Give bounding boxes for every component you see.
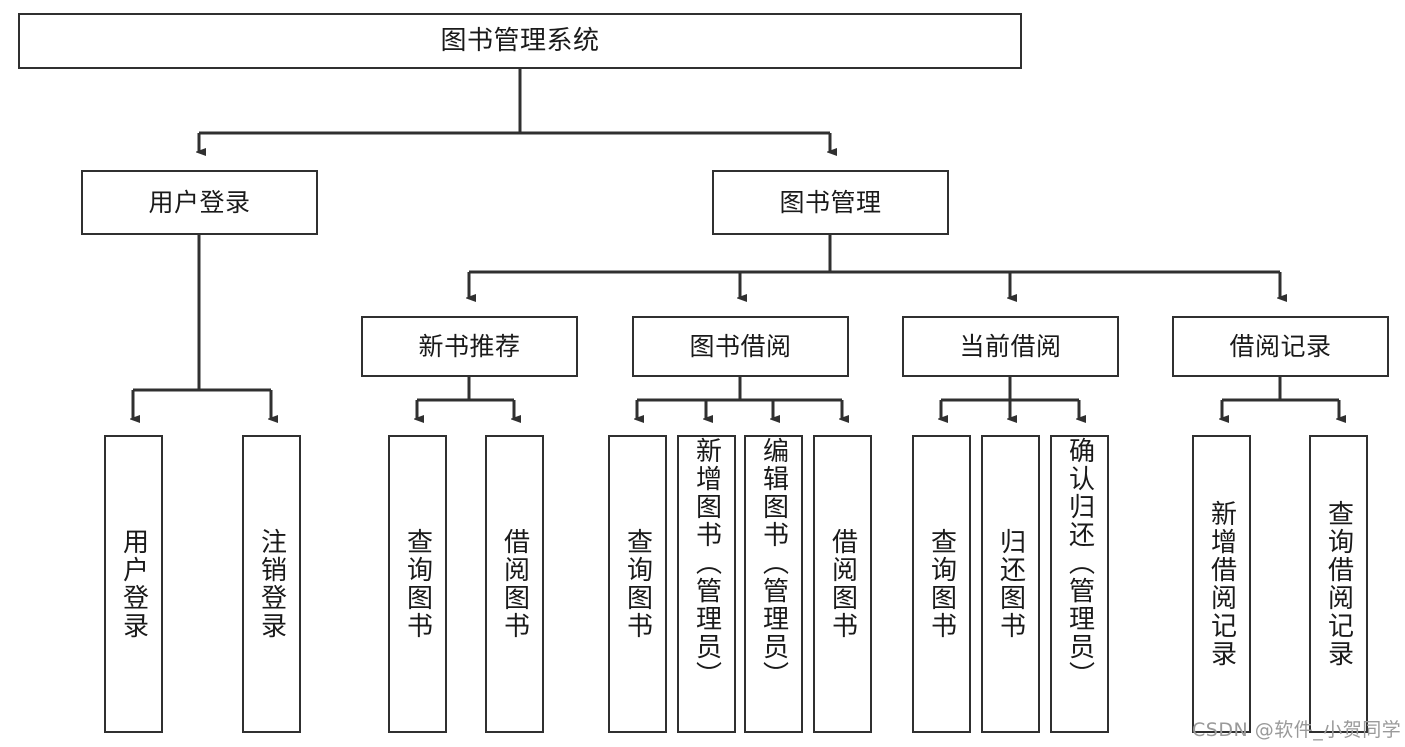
node-current-borrow-label: 当前借阅	[959, 331, 1062, 361]
node-leaf-add-book[interactable]: 新增图书（管理员）	[677, 435, 736, 733]
node-book-manage[interactable]: 图书管理	[712, 170, 949, 235]
node-borrow-record-label: 借阅记录	[1229, 331, 1332, 361]
node-leaf-confirm-return-label: 确认归还（管理员）	[1064, 437, 1095, 689]
node-leaf-add-record-label: 新增借阅记录	[1206, 500, 1237, 668]
node-leaf-borrow-book-1[interactable]: 借阅图书	[485, 435, 544, 733]
node-book-manage-label: 图书管理	[779, 187, 882, 217]
node-leaf-query-book-1-label: 查询图书	[402, 528, 433, 640]
node-book-borrow[interactable]: 图书借阅	[632, 316, 849, 377]
node-user-login-label: 用户登录	[148, 187, 251, 217]
node-leaf-query-book-3-label: 查询图书	[926, 528, 957, 640]
node-leaf-edit-book-label: 编辑图书（管理员）	[758, 437, 789, 689]
node-leaf-confirm-return[interactable]: 确认归还（管理员）	[1050, 435, 1109, 733]
node-leaf-borrow-book-2-label: 借阅图书	[827, 528, 858, 640]
node-leaf-add-book-label: 新增图书（管理员）	[691, 437, 722, 689]
node-new-book-rec[interactable]: 新书推荐	[361, 316, 578, 377]
node-leaf-borrow-book-2[interactable]: 借阅图书	[813, 435, 872, 733]
node-leaf-user-login-label: 用户登录	[118, 528, 149, 640]
node-book-borrow-label: 图书借阅	[689, 331, 792, 361]
node-leaf-query-book-2[interactable]: 查询图书	[608, 435, 667, 733]
node-root-label: 图书管理系统	[440, 25, 600, 56]
node-leaf-query-record[interactable]: 查询借阅记录	[1309, 435, 1368, 733]
node-current-borrow[interactable]: 当前借阅	[902, 316, 1119, 377]
node-leaf-query-book-3[interactable]: 查询图书	[912, 435, 971, 733]
node-leaf-edit-book[interactable]: 编辑图书（管理员）	[744, 435, 803, 733]
node-new-book-rec-label: 新书推荐	[418, 331, 521, 361]
node-leaf-query-book-1[interactable]: 查询图书	[388, 435, 447, 733]
node-leaf-return-book-label: 归还图书	[995, 528, 1026, 640]
node-leaf-logout-label: 注销登录	[256, 528, 287, 640]
node-leaf-user-login[interactable]: 用户登录	[104, 435, 163, 733]
csdn-watermark: CSDN @软件_小贺同学	[1192, 719, 1402, 741]
node-leaf-logout[interactable]: 注销登录	[242, 435, 301, 733]
node-root[interactable]: 图书管理系统	[18, 13, 1022, 69]
node-leaf-return-book[interactable]: 归还图书	[981, 435, 1040, 733]
node-leaf-add-record[interactable]: 新增借阅记录	[1192, 435, 1251, 733]
node-borrow-record[interactable]: 借阅记录	[1172, 316, 1389, 377]
node-user-login[interactable]: 用户登录	[81, 170, 318, 235]
node-leaf-query-record-label: 查询借阅记录	[1323, 500, 1354, 668]
node-leaf-borrow-book-1-label: 借阅图书	[499, 528, 530, 640]
node-leaf-query-book-2-label: 查询图书	[622, 528, 653, 640]
